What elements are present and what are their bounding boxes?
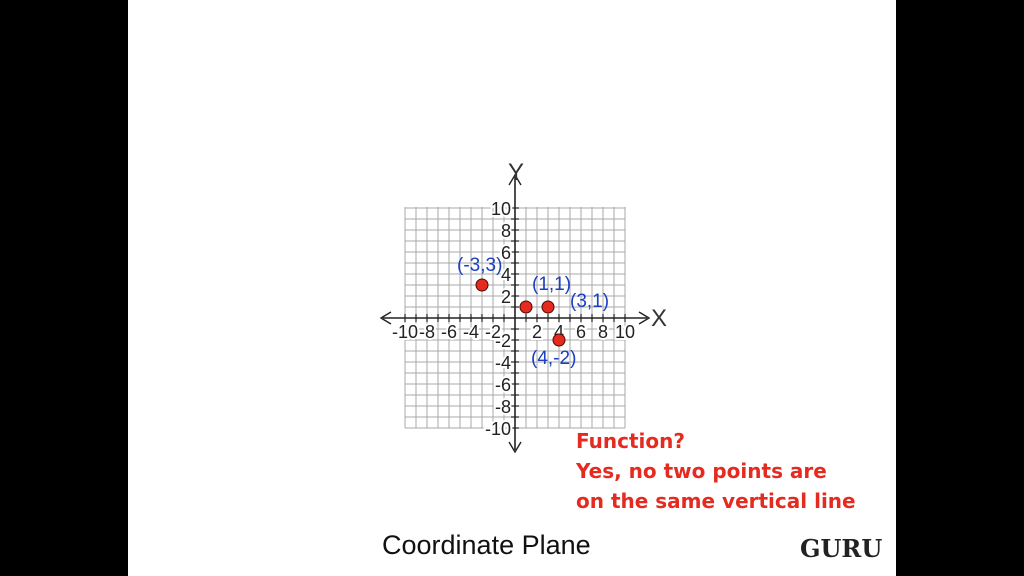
y-tick-label: -10 [485,419,511,439]
x-tick-label: -2 [485,322,501,342]
x-tick-label: 6 [576,322,586,342]
x-tick-label: 8 [598,322,608,342]
y-tick-label: -2 [495,331,511,351]
data-point [552,333,566,347]
y-tick-label: 6 [501,243,511,263]
data-point [475,278,489,292]
annotation-answer: Yes, no two points are [576,459,827,483]
x-tick-label: -10 [392,322,418,342]
y-axis-label: Y [508,159,524,186]
x-axis-left-arrow [379,311,392,325]
x-tick-label: -8 [419,322,435,342]
function-annotation: Function? Yes, no two points are on the … [576,426,856,516]
y-tick-label: -8 [495,397,511,417]
x-axis-label: X [651,305,667,332]
data-point [541,300,555,314]
x-axis-right-arrow [638,311,651,325]
y-tick-label: 4 [501,265,511,285]
y-tick-label: 10 [491,199,511,219]
x-tick-label: 2 [532,322,542,342]
axes: XY [379,159,667,454]
x-tick-label: 10 [615,322,635,342]
annotation-question: Function? [576,429,685,453]
data-points [475,278,566,347]
y-tick-label: 2 [501,287,511,307]
data-point [519,300,533,314]
y-tick-label: -4 [495,353,511,373]
y-axis-up-arrow [508,173,522,186]
annotation-reason: on the same vertical line [576,489,856,513]
y-axis-down-arrow [508,441,522,454]
point-label: (1,1) [532,274,572,295]
point-label: (3,1) [570,291,610,312]
x-tick-label: -4 [463,322,479,342]
brand-logo-text: GURU [800,534,883,563]
y-tick-label: -6 [495,375,511,395]
x-tick-label: -6 [441,322,457,342]
y-tick-label: 8 [501,221,511,241]
point-label: (-3,3) [457,255,503,276]
point-label: (4,-2) [531,348,577,369]
chart-title: Coordinate Plane [382,530,591,560]
